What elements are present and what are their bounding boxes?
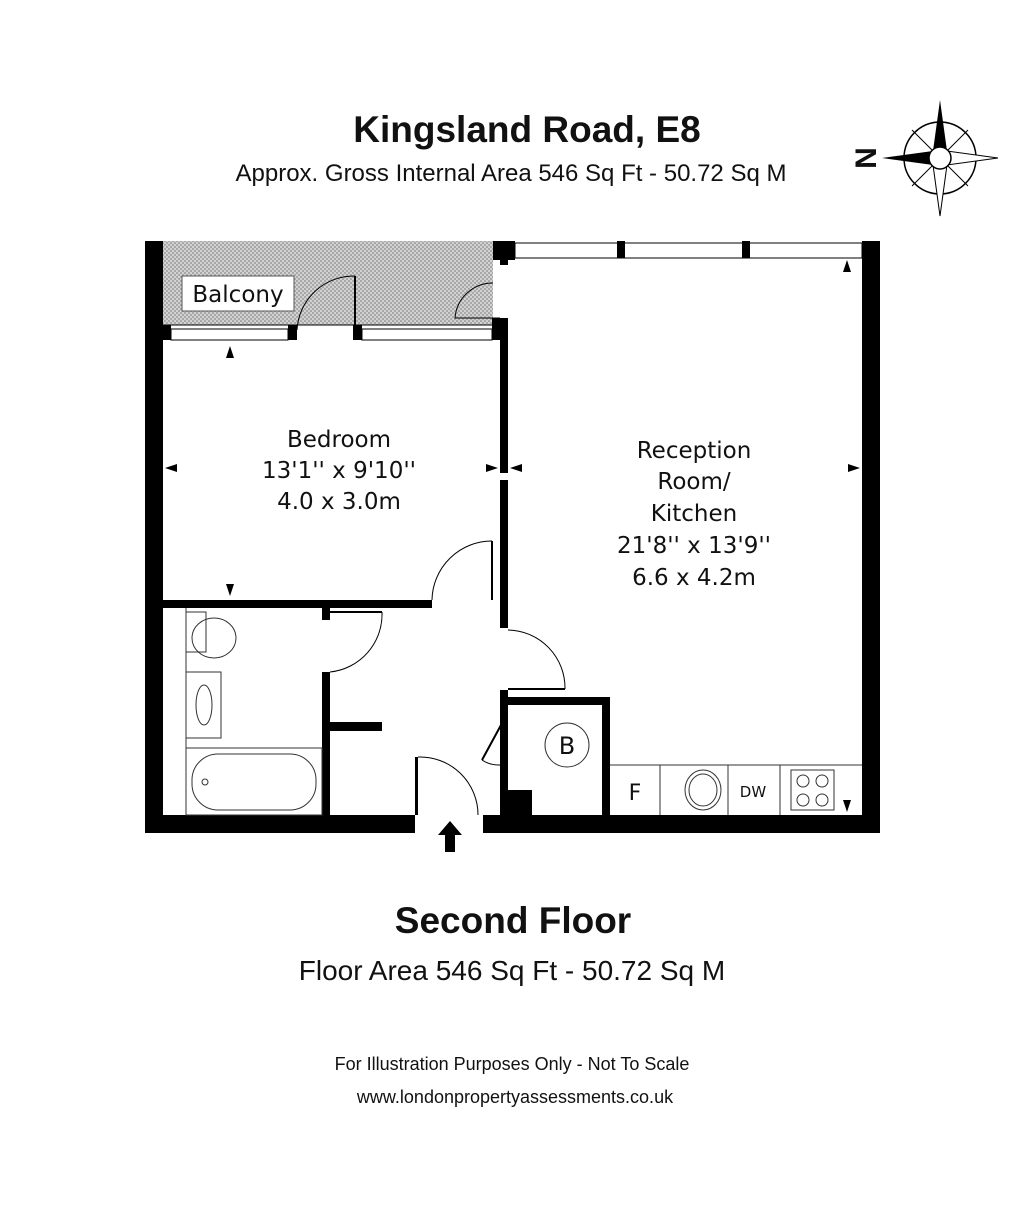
compass-rose-icon: N	[850, 100, 999, 217]
kitchen-counter	[610, 764, 862, 815]
reception-imperial: 21'8'' x 13'9''	[617, 533, 771, 559]
sink-icon	[195, 684, 213, 726]
bedroom-name: Bedroom	[287, 427, 391, 453]
toilet-cistern	[185, 611, 207, 653]
bedroom-metric: 4.0 x 3.0m	[277, 489, 401, 515]
reception-metric: 6.6 x 4.2m	[632, 565, 756, 591]
bathtub-icon	[191, 753, 317, 811]
toilet-icon	[191, 617, 237, 659]
reception-name-line3: Kitchen	[651, 501, 737, 527]
disclaimer: For Illustration Purposes Only - Not To …	[335, 1054, 690, 1074]
bathroom-fixtures	[185, 608, 323, 816]
website-link[interactable]: www.londonpropertyassessments.co.uk	[356, 1087, 674, 1107]
reception-name-line2: Room/	[657, 469, 730, 495]
compass-north-label: N	[850, 147, 883, 169]
doors	[296, 275, 566, 816]
dimension-markers	[165, 260, 860, 812]
gross-area-subtitle: Approx. Gross Internal Area 546 Sq Ft - …	[236, 160, 787, 187]
entrance-arrow-icon	[438, 821, 462, 852]
kitchen-sink-icon	[684, 769, 722, 811]
balcony-label: Balcony	[192, 282, 283, 308]
balcony-label-box	[181, 275, 295, 312]
reception-name-line1: Reception	[637, 438, 752, 464]
floor-area: Floor Area 546 Sq Ft - 50.72 Sq M	[299, 955, 725, 986]
dishwasher-label: DW	[740, 783, 767, 801]
bedroom-imperial: 13'1'' x 9'10''	[262, 458, 416, 484]
windows	[170, 242, 863, 341]
walls	[145, 241, 880, 833]
property-title: Kingsland Road, E8	[353, 109, 700, 150]
boiler-label: B	[559, 732, 575, 760]
boiler-icon	[544, 722, 590, 768]
hob-icon	[790, 769, 835, 811]
floor-name: Second Floor	[395, 900, 631, 941]
sink-cabinet	[185, 671, 222, 739]
fridge-label: F	[629, 781, 642, 806]
